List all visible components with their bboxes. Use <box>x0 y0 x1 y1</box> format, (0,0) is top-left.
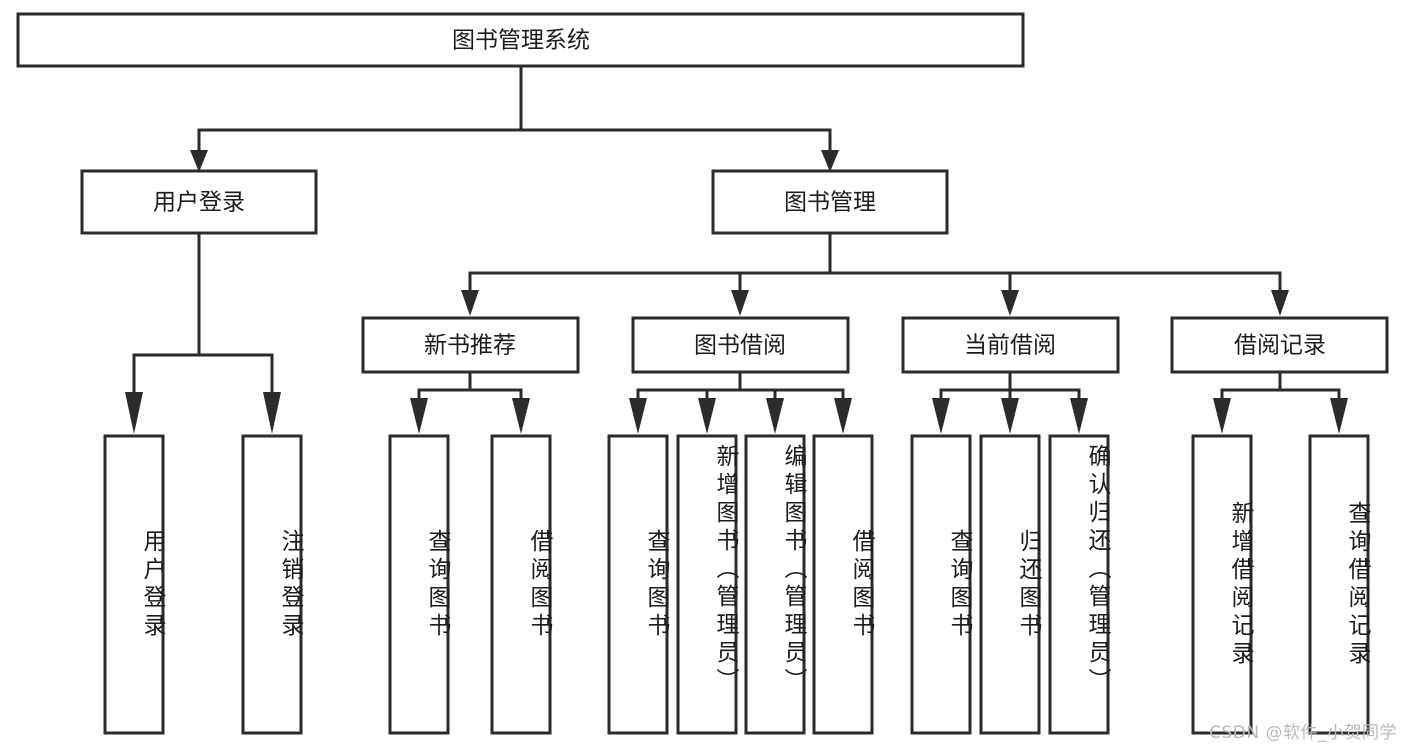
csdn-watermark: CSDN @软件_小贺同学 <box>1209 723 1397 743</box>
node-user-login[interactable]: 用户登录 <box>80 169 318 235</box>
node-borrow-record-label: 借阅记录 <box>1234 333 1326 359</box>
connector-root-to-level2 <box>190 64 839 172</box>
node-borrow-record[interactable]: 借阅记录 <box>1170 316 1389 374</box>
connector-bookborrow-to-leaves <box>629 370 852 434</box>
node-book-borrow[interactable]: 图书借阅 <box>631 316 850 374</box>
connector-currentborrow-to-leaves <box>932 370 1088 434</box>
node-book-management[interactable]: 图书管理 <box>711 169 949 235</box>
node-root-system[interactable]: 图书管理系统 <box>16 12 1025 68</box>
node-user-login-label: 用户登录 <box>153 190 245 216</box>
node-new-book-recommend[interactable]: 新书推荐 <box>361 316 580 374</box>
node-book-management-label: 图书管理 <box>784 190 876 216</box>
connector-newbook-to-leaves <box>410 370 530 434</box>
leaf-box-book-borrow-3[interactable] <box>744 434 806 735</box>
node-book-borrow-label: 图书借阅 <box>694 333 786 359</box>
leaf-box-current-borrow-1[interactable] <box>910 434 972 735</box>
connector-borrowrecord-to-leaves <box>1213 370 1348 434</box>
leaf-box-book-borrow-2[interactable] <box>676 434 738 735</box>
connector-bookmgmt-to-level3 <box>461 232 1289 316</box>
node-root-system-label: 图书管理系统 <box>452 28 590 54</box>
leaf-box-current-borrow-3[interactable] <box>1048 434 1110 735</box>
node-new-book-recommend-label: 新书推荐 <box>424 333 516 359</box>
leaf-box-book-borrow-1[interactable] <box>607 434 669 735</box>
node-current-borrow[interactable]: 当前借阅 <box>901 316 1120 374</box>
node-current-borrow-label: 当前借阅 <box>964 333 1056 359</box>
connector-userlogin-to-leaves <box>125 232 281 434</box>
leaf-box-new-book-1[interactable] <box>388 434 450 735</box>
leaf-box-borrow-record-1[interactable] <box>1191 434 1253 735</box>
leaf-box-current-borrow-2[interactable] <box>979 434 1041 735</box>
leaf-box-user-login-2[interactable] <box>241 434 303 735</box>
leaf-box-new-book-2[interactable] <box>490 434 552 735</box>
leaf-box-book-borrow-4[interactable] <box>812 434 874 735</box>
leaf-box-user-login-1[interactable] <box>103 434 165 735</box>
leaf-box-borrow-record-2[interactable] <box>1308 434 1370 735</box>
